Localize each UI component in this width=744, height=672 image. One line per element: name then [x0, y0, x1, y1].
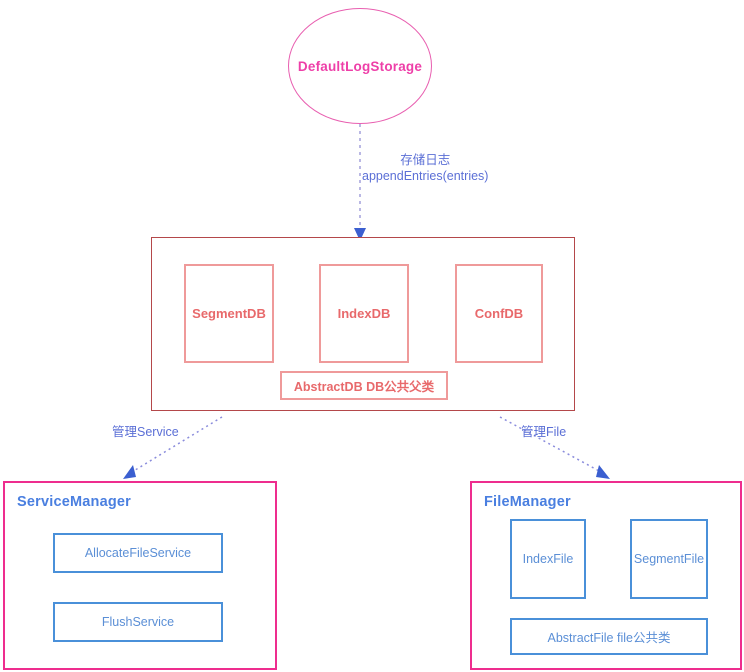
edge-label-manage-service: 管理Service: [112, 424, 179, 440]
node-index-file[interactable]: IndexFile: [510, 519, 586, 599]
node-abstract-db[interactable]: AbstractDB DB公共父类: [280, 371, 448, 400]
edge-label-store-log: 存储日志 appendEntries(entries): [362, 152, 488, 184]
edge-label-line2: appendEntries(entries): [362, 169, 489, 183]
node-allocate-file-service[interactable]: AllocateFileService: [53, 533, 223, 573]
node-segment-db[interactable]: SegmentDB: [184, 264, 274, 363]
node-segment-file[interactable]: SegmentFile: [630, 519, 708, 599]
edge-label-line1: 存储日志: [400, 153, 451, 167]
edge-label-manage-file: 管理File: [521, 424, 566, 440]
node-label: SegmentDB: [192, 306, 266, 321]
node-label: IndexFile: [522, 552, 574, 566]
group-title: FileManager: [484, 494, 571, 510]
node-default-log-storage[interactable]: DefaultLogStorage: [288, 8, 432, 124]
group-db[interactable]: SegmentDB IndexDB ConfDB AbstractDB DB公共…: [151, 237, 575, 411]
node-label: DefaultLogStorage: [297, 58, 423, 74]
node-flush-service[interactable]: FlushService: [53, 602, 223, 642]
node-abstract-file[interactable]: AbstractFile file公共类: [510, 618, 708, 655]
node-label: SegmentFile: [633, 552, 705, 566]
group-service-manager[interactable]: ServiceManager AllocateFileService Flush…: [3, 481, 277, 670]
group-title: ServiceManager: [17, 494, 132, 510]
edge-label-line1: 管理Service: [112, 425, 179, 439]
edge-label-line1: 管理File: [521, 425, 567, 439]
node-conf-db[interactable]: ConfDB: [455, 264, 543, 363]
node-label: AllocateFileService: [84, 546, 192, 560]
node-label: AbstractDB DB公共父类: [293, 380, 435, 394]
node-index-db[interactable]: IndexDB: [319, 264, 409, 363]
node-label: IndexDB: [337, 306, 391, 321]
node-label: AbstractFile file公共类: [547, 631, 671, 645]
node-label: FlushService: [101, 615, 175, 629]
node-label: ConfDB: [474, 306, 524, 321]
group-file-manager[interactable]: FileManager IndexFile SegmentFile Abstra…: [470, 481, 742, 670]
